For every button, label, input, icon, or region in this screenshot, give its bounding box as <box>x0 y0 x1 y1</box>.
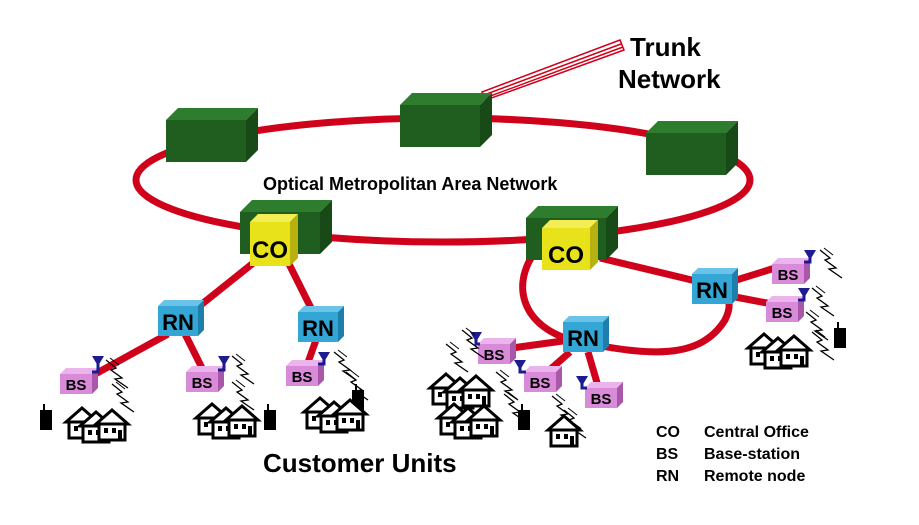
customer-units-label: Customer Units <box>263 448 457 478</box>
mobile-phone-icon <box>834 322 846 348</box>
rn-label: RN <box>162 310 194 335</box>
radio-signal-icon <box>333 349 357 381</box>
bs-label: BS <box>591 391 612 408</box>
bs-label: BS <box>66 377 87 394</box>
mobile-phone-icon <box>40 404 52 430</box>
radio-signal-icon <box>811 285 835 317</box>
houses-icon <box>196 404 258 438</box>
legend-desc: Central Office <box>704 424 809 441</box>
ring-node-3 <box>646 121 738 175</box>
houses-icon <box>438 404 500 438</box>
customer-houses <box>66 334 810 448</box>
bs-label: BS <box>530 375 551 392</box>
mobile-phone-icon <box>264 404 276 430</box>
houses-icon <box>546 414 582 448</box>
houses-icon <box>430 374 492 408</box>
trunk-link <box>480 39 625 101</box>
bs-node-2: BS <box>186 356 230 392</box>
link-rn3-bs6 <box>584 351 602 387</box>
co-label: CO <box>548 242 584 269</box>
legend-abbr: BS <box>656 446 679 463</box>
link-co2-rn4 <box>599 254 701 286</box>
bs-label: BS <box>772 305 793 322</box>
bs-label: BS <box>778 267 799 284</box>
radio-signal-icon <box>111 381 135 413</box>
legend-desc: Remote node <box>704 468 805 485</box>
legend: CO Central Office BS Base-station RN Rem… <box>656 424 809 485</box>
bs-node-1: BS <box>60 356 104 394</box>
ring-node-1 <box>166 108 258 162</box>
bs-node-5: BS <box>514 360 562 392</box>
radio-signal-icon <box>819 247 843 279</box>
houses-icon <box>66 408 128 442</box>
co2-subring <box>519 237 733 356</box>
houses-icon <box>748 334 810 368</box>
radio-signal-icon <box>811 329 835 361</box>
trunk-network-label: Trunk <box>630 32 701 62</box>
ring-node-2 <box>400 93 492 147</box>
legend-abbr: RN <box>656 468 679 485</box>
rn-label: RN <box>567 326 599 351</box>
radio-signal-icon <box>231 353 255 385</box>
rn-node-1: RN <box>158 300 204 336</box>
rn-label: RN <box>696 278 728 303</box>
bs-node-6: BS <box>576 376 623 408</box>
co-node-1: CO <box>240 200 332 266</box>
bs-node-8: BS <box>766 288 810 322</box>
rn-node-3: RN <box>563 316 609 352</box>
co-node-2: CO <box>526 206 618 270</box>
link-rn3-bs4 <box>511 336 571 352</box>
rn-label: RN <box>302 316 334 341</box>
rn-node-2: RN <box>298 306 344 342</box>
man-label: Optical Metropolitan Area Network <box>263 174 558 194</box>
link-rn1-bs1 <box>86 330 170 382</box>
mobile-phone-icon <box>518 404 530 430</box>
bs-node-3: BS <box>286 352 330 386</box>
trunk-network-label: Network <box>618 64 721 94</box>
co-label: CO <box>252 237 288 264</box>
legend-abbr: CO <box>656 424 680 441</box>
legend-desc: Base-station <box>704 446 800 463</box>
bs-node-7: BS <box>772 250 816 284</box>
radio-signal-icon <box>495 369 519 401</box>
bs-label: BS <box>292 369 313 386</box>
radio-signal-icon <box>445 341 469 373</box>
bs-label: BS <box>192 375 213 392</box>
rn-node-4: RN <box>692 268 738 304</box>
bs-label: BS <box>484 347 505 364</box>
bs-node-4: BS <box>470 332 516 364</box>
